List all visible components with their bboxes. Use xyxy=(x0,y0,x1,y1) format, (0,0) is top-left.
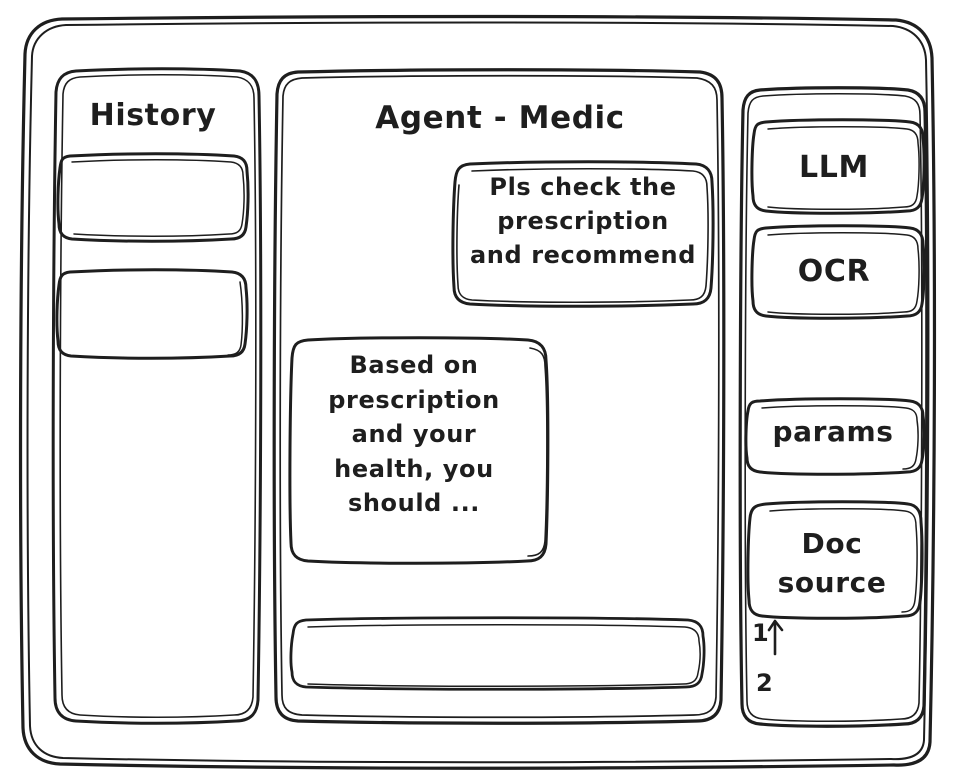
composer-outline xyxy=(289,616,706,691)
assistant-message-bubble: Based on prescription and your health, y… xyxy=(328,351,500,518)
history-panel-title: History xyxy=(89,98,217,133)
agent-page-title: Agent - Medic xyxy=(375,100,625,136)
tool-button-doc-source[interactable]: Doc source xyxy=(777,527,887,599)
doc-source-ref-item[interactable]: 2 xyxy=(756,669,774,697)
doc-source-ref-item[interactable]: 1 xyxy=(752,619,770,647)
tool-button-llm[interactable]: LLM xyxy=(799,150,869,185)
user-message-bubble: Pls check the prescription and recommend xyxy=(469,173,696,270)
history-panel-outline xyxy=(51,67,263,725)
tool-button-params[interactable]: params xyxy=(772,415,894,448)
history-card-1-outline xyxy=(55,268,249,360)
tool-button-ocr[interactable]: OCR xyxy=(797,254,871,289)
history-card-0-outline xyxy=(56,152,250,243)
